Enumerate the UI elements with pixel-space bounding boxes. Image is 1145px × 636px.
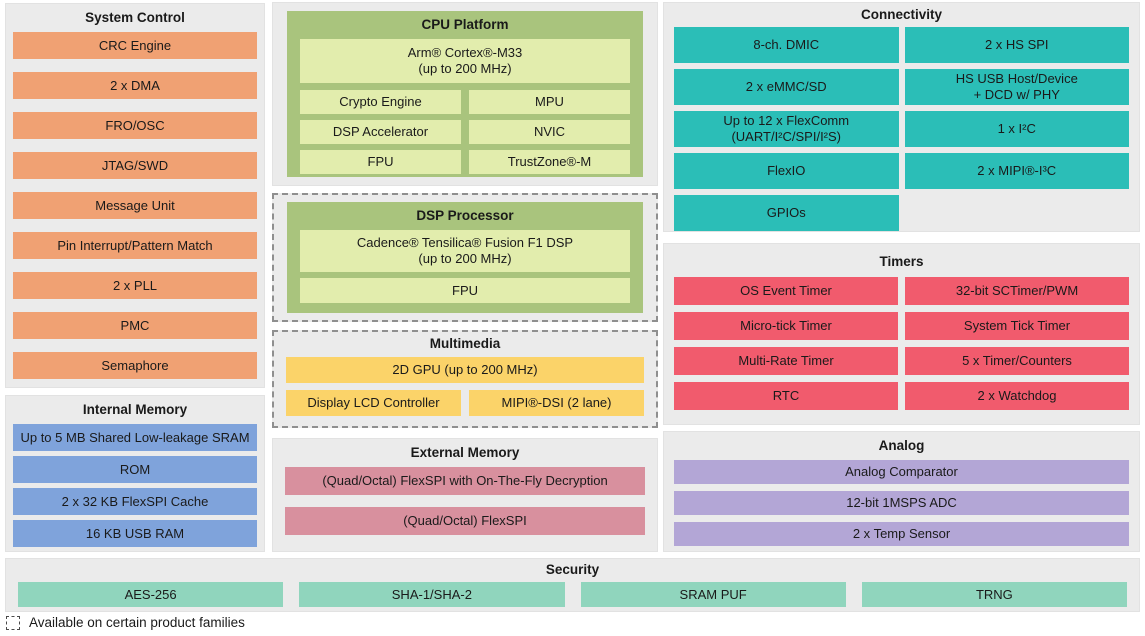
block-dsp-fpu: FPU (300, 277, 630, 303)
dsp-processor-container: DSP Processor Cadence® Tensilica® Fusion… (287, 202, 643, 313)
block-pmc: PMC (13, 311, 257, 339)
block-rtc: RTC (674, 381, 898, 410)
block-emmc-sd: 2 x eMMC/SD (674, 68, 899, 105)
block-temp-sensor: 2 x Temp Sensor (674, 521, 1129, 546)
connectivity-grid: 8-ch. DMIC 2 x eMMC/SD Up to 12 x FlexCo… (664, 26, 1139, 231)
block-dsp-accelerator: DSP Accelerator (300, 119, 461, 144)
timers-right-column: 32-bit SCTimer/PWM System Tick Timer 5 x… (905, 276, 1129, 410)
security-title: Security (545, 562, 600, 577)
timers-grid: OS Event Timer Micro-tick Timer Multi-Ra… (664, 276, 1139, 410)
footnote-label: Available on certain product families (29, 615, 245, 630)
block-fro-osc: FRO/OSC (13, 111, 257, 139)
block-pll: 2 x PLL (13, 271, 257, 299)
multimedia-grid: Display LCD Controller MIPI®-DSI (2 lane… (286, 389, 644, 416)
cpu-platform-title: CPU Platform (421, 17, 509, 32)
section-internal-memory: Internal Memory Up to 5 MB Shared Low-le… (5, 395, 265, 552)
block-sctimer-pwm: 32-bit SCTimer/PWM (905, 276, 1129, 305)
block-flexcomm: Up to 12 x FlexComm (UART/I²C/SPI/I²S) (674, 110, 899, 147)
section-system-control: System Control CRC Engine 2 x DMA FRO/OS… (5, 3, 265, 388)
block-hs-usb: HS USB Host/Device + DCD w/ PHY (904, 68, 1129, 105)
section-cpu-platform: CPU Platform Arm® Cortex®-M33 (up to 200… (272, 2, 658, 186)
block-gpios: GPIOs (674, 194, 899, 231)
timers-title: Timers (879, 254, 924, 269)
block-semaphore: Semaphore (13, 351, 257, 379)
external-memory-list: (Quad/Octal) FlexSPI with On-The-Fly Dec… (273, 466, 657, 535)
section-analog: Analog Analog Comparator 12-bit 1MSPS AD… (663, 431, 1140, 552)
timers-left-column: OS Event Timer Micro-tick Timer Multi-Ra… (674, 276, 898, 410)
block-adc: 12-bit 1MSPS ADC (674, 490, 1129, 515)
block-timer-counters: 5 x Timer/Counters (905, 346, 1129, 375)
block-flexspi-otf-decryption: (Quad/Octal) FlexSPI with On-The-Fly Dec… (285, 466, 645, 495)
block-nvic: NVIC (469, 119, 630, 144)
block-crc-engine: CRC Engine (13, 31, 257, 59)
internal-memory-list: Up to 5 MB Shared Low-leakage SRAM ROM 2… (6, 423, 264, 547)
block-2d-gpu: 2D GPU (up to 200 MHz) (286, 356, 644, 383)
block-mipi-dsi: MIPI®-DSI (2 lane) (469, 389, 644, 416)
multimedia-title: Multimedia (429, 336, 501, 351)
block-trustzone-m: TrustZone®-M (469, 149, 630, 174)
analog-list: Analog Comparator 12-bit 1MSPS ADC 2 x T… (664, 459, 1139, 546)
block-sha: SHA-1/SHA-2 (299, 581, 565, 607)
cpu-platform-container: CPU Platform Arm® Cortex®-M33 (up to 200… (287, 11, 643, 177)
connectivity-right-column: 2 x HS SPI HS USB Host/Device + DCD w/ P… (904, 26, 1129, 231)
block-flexspi-cache: 2 x 32 KB FlexSPI Cache (13, 487, 257, 515)
block-watchdog: 2 x Watchdog (905, 381, 1129, 410)
system-control-list: CRC Engine 2 x DMA FRO/OSC JTAG/SWD Mess… (6, 31, 264, 379)
block-crypto-engine: Crypto Engine (300, 89, 461, 114)
section-dsp-processor: DSP Processor Cadence® Tensilica® Fusion… (272, 193, 658, 322)
block-rom: ROM (13, 455, 257, 483)
block-aes-256: AES-256 (18, 581, 284, 607)
legend-footnote: Available on certain product families (6, 615, 245, 630)
block-i2c: 1 x I²C (904, 110, 1129, 147)
block-trng: TRNG (861, 581, 1127, 607)
section-multimedia: Multimedia 2D GPU (up to 200 MHz) Displa… (272, 330, 658, 428)
section-security: Security AES-256 SHA-1/SHA-2 SRAM PUF TR… (5, 558, 1140, 612)
block-usb-ram: 16 KB USB RAM (13, 519, 257, 547)
block-jtag-swd: JTAG/SWD (13, 151, 257, 179)
block-dmic: 8-ch. DMIC (674, 26, 899, 63)
security-grid: AES-256 SHA-1/SHA-2 SRAM PUF TRNG (6, 581, 1139, 607)
block-flexspi: (Quad/Octal) FlexSPI (285, 506, 645, 535)
external-memory-title: External Memory (410, 445, 520, 460)
block-mpu: MPU (469, 89, 630, 114)
block-shared-sram: Up to 5 MB Shared Low-leakage SRAM (13, 423, 257, 451)
block-pin-interrupt-pattern-match: Pin Interrupt/Pattern Match (13, 231, 257, 259)
section-connectivity: Connectivity 8-ch. DMIC 2 x eMMC/SD Up t… (663, 2, 1140, 232)
analog-title: Analog (878, 438, 925, 453)
dsp-processor-title: DSP Processor (416, 208, 514, 223)
block-system-tick-timer: System Tick Timer (905, 311, 1129, 340)
block-sram-puf: SRAM PUF (580, 581, 846, 607)
block-dma: 2 x DMA (13, 71, 257, 99)
block-hs-spi: 2 x HS SPI (904, 26, 1129, 63)
block-cpu-fpu: FPU (300, 149, 461, 174)
section-external-memory: External Memory (Quad/Octal) FlexSPI wit… (272, 438, 658, 552)
connectivity-left-column: 8-ch. DMIC 2 x eMMC/SD Up to 12 x FlexCo… (674, 26, 899, 231)
system-control-title: System Control (85, 10, 185, 25)
block-micro-tick-timer: Micro-tick Timer (674, 311, 898, 340)
internal-memory-title: Internal Memory (82, 402, 188, 417)
cpu-platform-grid: Crypto Engine MPU DSP Accelerator NVIC F… (300, 89, 630, 174)
dashed-box-icon (6, 615, 20, 630)
block-display-lcd-controller: Display LCD Controller (286, 389, 461, 416)
connectivity-title: Connectivity (860, 7, 942, 22)
multimedia-list: 2D GPU (up to 200 MHz) Display LCD Contr… (274, 356, 656, 416)
block-flexio: FlexIO (674, 152, 899, 189)
block-analog-comparator: Analog Comparator (674, 459, 1129, 484)
block-arm-cortex-m33: Arm® Cortex®-M33 (up to 200 MHz) (300, 38, 630, 83)
section-timers: Timers OS Event Timer Micro-tick Timer M… (663, 243, 1140, 425)
block-os-event-timer: OS Event Timer (674, 276, 898, 305)
block-mipi-i3c: 2 x MIPI®-I³C (904, 152, 1129, 189)
block-multi-rate-timer: Multi-Rate Timer (674, 346, 898, 375)
block-fusion-f1-dsp: Cadence® Tensilica® Fusion F1 DSP (up to… (300, 229, 630, 272)
block-message-unit: Message Unit (13, 191, 257, 219)
